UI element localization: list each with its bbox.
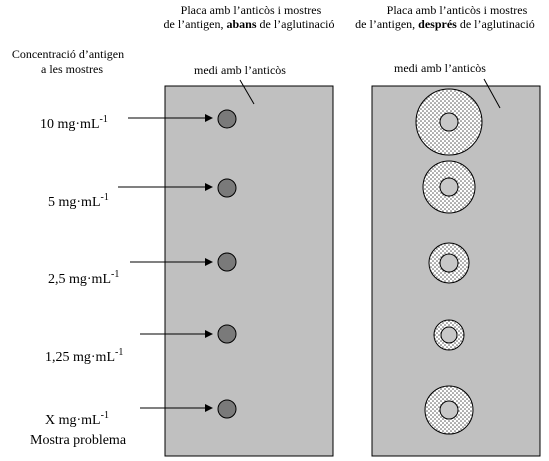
svg-text:1,25 mg·mL-1: 1,25 mg·mL-1 [45, 347, 123, 365]
sample-note-problem: Mostra problema [30, 433, 127, 448]
sample-label-4: X mg·mL-1 Mostra problema [30, 410, 127, 448]
plate-label-left: medi amb l’anticòs [194, 63, 286, 77]
plate-label-right-pointer [483, 78, 501, 109]
halo-after-2 [428, 242, 470, 284]
plate-label-left-pointer [239, 79, 255, 105]
plate-before [164, 85, 334, 457]
halo-after-3 [433, 319, 465, 351]
header-left-line1: Placa amb l’anticòs i mostres [181, 3, 322, 17]
sample-label-2: 2,5 mg·mL-1 [48, 269, 119, 287]
well-before-2 [217, 252, 237, 272]
svg-text:5 mg·mL-1: 5 mg·mL-1 [48, 192, 109, 210]
svg-text:X mg·mL-1: X mg·mL-1 [45, 410, 109, 428]
well-before-0 [217, 109, 237, 129]
header-right-line2: de l’antigen, després de l’aglutinació [355, 17, 535, 31]
wells-before [217, 109, 237, 419]
header-right-line1: Placa amb l’anticòs i mostres [387, 3, 528, 17]
well-before-1 [217, 178, 237, 198]
svg-text:10 mg·mL-1: 10 mg·mL-1 [40, 114, 108, 132]
svg-text:2,5 mg·mL-1: 2,5 mg·mL-1 [48, 269, 119, 287]
halo-after-0 [415, 88, 483, 156]
concentration-header-line1: Concentració d’antigen [12, 47, 124, 61]
plate-label-right: medi amb l’anticòs [394, 61, 486, 75]
well-before-3 [217, 324, 237, 344]
well-before-4 [217, 399, 237, 419]
halo-after-1 [422, 160, 476, 214]
sample-label-3: 1,25 mg·mL-1 [45, 347, 123, 365]
sample-label-1: 5 mg·mL-1 [48, 192, 109, 210]
halo-after-4 [424, 385, 474, 435]
concentration-header-line2: a les mostres [41, 62, 103, 76]
wells-after [415, 88, 483, 435]
sample-label-0: 10 mg·mL-1 [40, 114, 108, 132]
header-left-line2: de l’antigen, abans de l’aglutinació [164, 17, 335, 31]
